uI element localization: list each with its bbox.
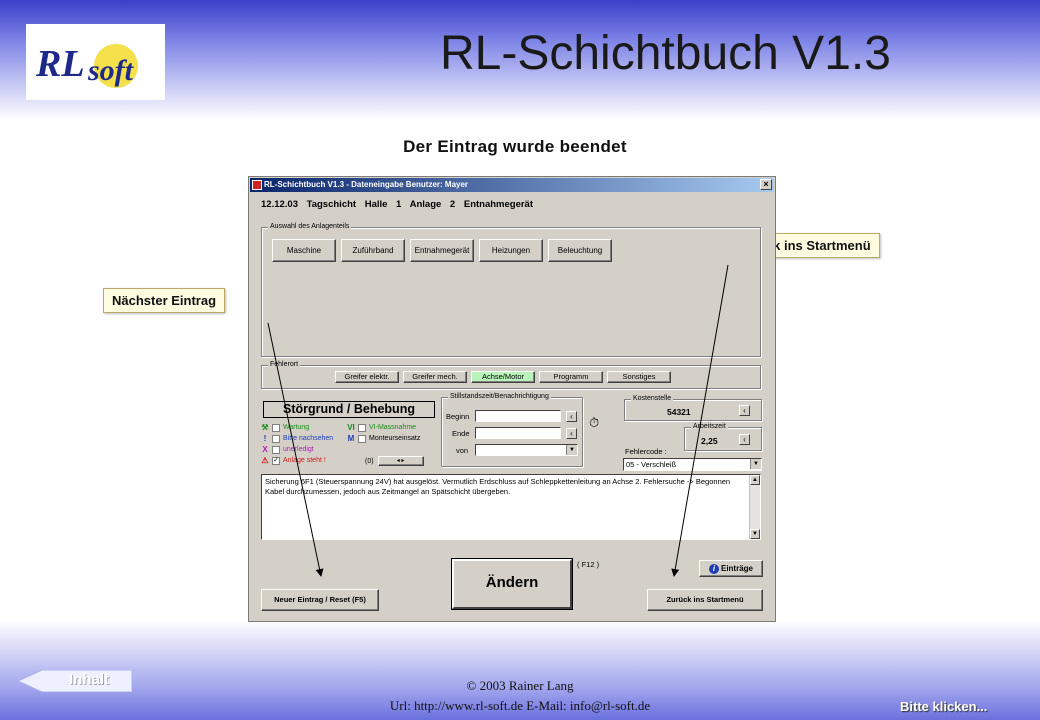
neuer-eintrag-button[interactable]: Neuer Eintrag / Reset (F5)	[261, 589, 379, 611]
checkbox-unerledigt[interactable]	[272, 445, 280, 454]
checkbox-monteurseinsatz[interactable]	[358, 434, 366, 443]
ende-back-button[interactable]: ‹	[566, 428, 577, 439]
page-subtitle: Der Eintrag wurde beendet	[403, 137, 627, 156]
logo-rl-text: RL	[35, 43, 85, 85]
btn-greifer-elektr[interactable]: Greifer elektr.	[335, 371, 399, 383]
zurueck-startmenue-button[interactable]: Zurück ins Startmenü	[647, 589, 763, 611]
fehlercode-dropdown[interactable]: 05 - Verschleiß ▼	[623, 458, 762, 471]
legend-unerledigt-label: unerledigt	[283, 446, 314, 453]
group-arbeitszeit: Arbeitszeit 2,25 ‹	[684, 423, 762, 451]
group-fehlerort: Fehlerort Greifer elektr. Greifer mech. …	[261, 361, 761, 389]
chevron-down-icon: ▼	[750, 459, 761, 469]
btn-sonstiges[interactable]: Sonstiges	[607, 371, 671, 383]
legend-counter: (0) ◂ ▸	[365, 456, 424, 466]
group-stillstand: Stillstandszeit/Benachrichtigung Beginn …	[441, 393, 583, 467]
counter-value: (0)	[365, 457, 374, 465]
btn-achse-motor[interactable]: Achse/Motor	[471, 371, 535, 383]
logo-soft-text: soft	[87, 54, 135, 87]
beginn-label: Beginn	[446, 412, 470, 421]
inhalt-nav-button[interactable]: Inhalt	[18, 670, 132, 692]
inhalt-label: Inhalt	[69, 671, 109, 688]
info-icon: i	[708, 564, 719, 574]
legend-bitte-label: Bitte nachsehen	[283, 435, 334, 442]
page-title: RL-Schichtbuch V1.3	[440, 27, 891, 80]
description-scrollbar[interactable]: ▲ ▼	[749, 475, 760, 539]
btn-programm[interactable]: Programm	[539, 371, 603, 383]
group-fehlerort-label: Fehlerort	[268, 361, 301, 368]
arbeitszeit-value: 2,25	[701, 436, 718, 446]
beginn-field[interactable]	[475, 410, 561, 422]
x-icon: X	[262, 445, 268, 454]
shift-info-line: 12.12.03 Tagschicht Halle 1 Anlage 2 Ent…	[261, 199, 534, 210]
legend-anlage-steht: ⚠ ✓ Anlage steht !	[261, 456, 326, 465]
window-titlebar: RL-Schichtbuch V1.3 - Dateneingabe Benut…	[250, 178, 774, 192]
description-textarea[interactable]: Sicherung 6F1 (Steuerspannung 24V) hat a…	[261, 474, 761, 540]
back-arrow-icon	[18, 670, 132, 692]
group-anlagenteil: Auswahl des Anlagenteils Maschine Zuführ…	[261, 223, 761, 357]
legend-monteur: M Monteurseinsatz	[347, 434, 421, 443]
exclamation-icon: !	[263, 434, 267, 443]
window-title: RL-Schichtbuch V1.3 - Dateneingabe Benut…	[264, 180, 469, 189]
legend-wartung-label: Wartung	[283, 424, 310, 431]
rlsoft-logo: RL soft	[26, 24, 165, 100]
kostenstelle-back-button[interactable]: ‹	[739, 405, 750, 416]
beginn-back-button[interactable]: ‹	[566, 411, 577, 422]
btn-maschine[interactable]: Maschine	[272, 239, 336, 262]
m-icon: M	[347, 434, 355, 443]
logo-graphic: RL soft	[35, 43, 138, 88]
arbeitszeit-back-button[interactable]: ‹	[739, 434, 750, 445]
fehlercode-value: 05 - Verschleiß	[626, 460, 677, 469]
von-label: von	[456, 446, 469, 455]
btn-zufuehrband[interactable]: Zuführband	[341, 239, 405, 262]
warning-icon: ⚠	[261, 456, 269, 465]
kostenstelle-value: 54321	[667, 407, 691, 417]
callout-next-entry: Nächster Eintrag	[103, 288, 226, 313]
legend-vi: VI VI-Massnahme	[347, 423, 416, 432]
ende-field[interactable]	[475, 427, 561, 439]
legend-monteur-label: Monteurseinsatz	[369, 435, 421, 442]
f12-hint: ( F12 )	[577, 560, 600, 569]
checkbox-wartung[interactable]	[272, 423, 280, 432]
von-dropdown[interactable]: ▼	[475, 444, 578, 456]
fehlercode-label: Fehlercode :	[625, 447, 667, 456]
stoergrund-title: Störgrund / Behebung	[263, 401, 435, 418]
window-close-button[interactable]: ×	[760, 179, 772, 190]
checkbox-vi-massnahme[interactable]	[358, 423, 366, 432]
eintraege-label: Einträge	[720, 564, 753, 573]
checkbox-bitte-nachsehen[interactable]	[272, 434, 280, 443]
group-stillstand-label: Stillstandszeit/Benachrichtigung	[448, 393, 551, 400]
legend-wartung: ⚒ Wartung	[261, 423, 309, 432]
legend-bitte: ! Bitte nachsehen	[261, 434, 334, 443]
legend-anlage-label: Anlage steht !	[283, 457, 326, 464]
legend-vi-label: VI-Massnahme	[369, 424, 417, 431]
app-icon	[252, 180, 262, 190]
group-anlagenteil-label: Auswahl des Anlagenteils	[268, 223, 352, 230]
checkbox-anlage-steht[interactable]: ✓	[272, 456, 280, 465]
btn-entnahmegeraet[interactable]: Entnahmegerät	[410, 239, 474, 262]
counter-control[interactable]: ◂ ▸	[377, 456, 424, 466]
stopwatch-icon[interactable]: ⏱	[589, 415, 600, 430]
kostenstelle-label: Kostenstelle	[631, 395, 674, 402]
arbeitszeit-label: Arbeitszeit	[691, 423, 728, 430]
vi-icon: VI	[347, 423, 355, 432]
ende-label: Ende	[452, 429, 470, 438]
btn-heizungen[interactable]: Heizungen	[479, 239, 543, 262]
btn-greifer-mech[interactable]: Greifer mech.	[403, 371, 467, 383]
group-kostenstelle: Kostenstelle 54321 ‹	[624, 395, 762, 421]
contact-line: Url: http://www.rl-soft.de E-Mail: info@…	[389, 698, 651, 713]
copyright: © 2003 Rainer Lang	[466, 678, 574, 693]
wrench-icon: ⚒	[261, 423, 269, 432]
app-window: RL-Schichtbuch V1.3 - Dateneingabe Benut…	[248, 176, 776, 622]
aendern-button[interactable]: Ändern	[452, 559, 572, 609]
btn-beleuchtung[interactable]: Beleuchtung	[548, 239, 612, 262]
scroll-up-arrow-icon[interactable]: ▲	[750, 475, 760, 485]
chevron-down-icon: ▼	[566, 445, 577, 455]
description-text: Sicherung 6F1 (Steuerspannung 24V) hat a…	[265, 477, 731, 496]
bitte-klicken-link[interactable]: Bitte klicken...	[900, 699, 988, 714]
scroll-down-arrow-icon[interactable]: ▼	[750, 529, 760, 539]
legend-unerledigt: X unerledigt	[261, 445, 314, 454]
